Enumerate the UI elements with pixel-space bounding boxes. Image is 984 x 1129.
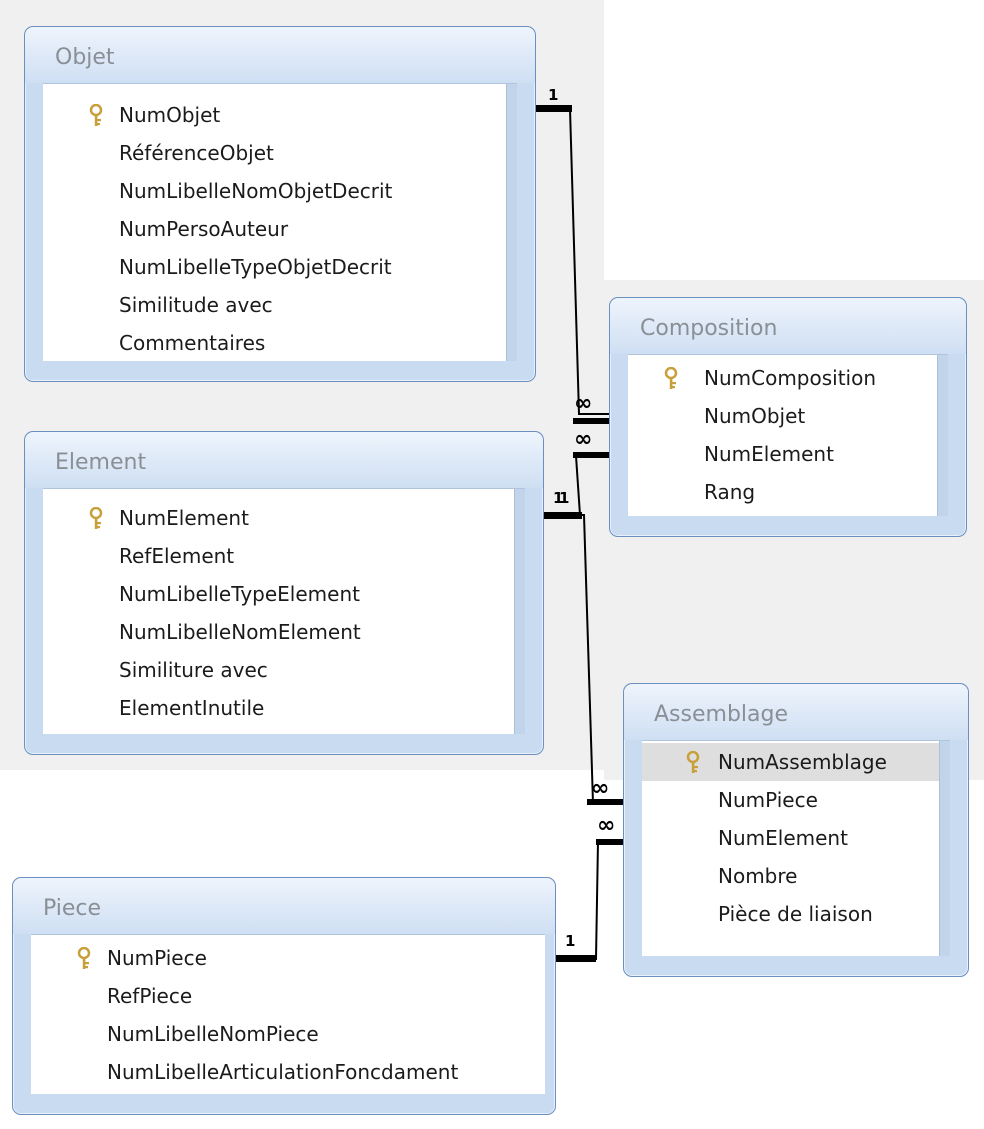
table-title[interactable]: Composition xyxy=(610,298,966,354)
field-row[interactable]: NumComposition xyxy=(628,359,938,397)
key-icon xyxy=(686,749,700,773)
field-label: Similiture avec xyxy=(119,658,268,682)
field-label: Rang xyxy=(704,480,756,504)
one-label: 1 xyxy=(565,932,575,950)
field-label: RefPiece xyxy=(107,984,193,1008)
field-row[interactable]: NumElement xyxy=(43,499,515,537)
table-composition[interactable]: Composition NumComposition NumObjet NumE… xyxy=(609,297,967,537)
field-label: Commentaires xyxy=(119,331,266,355)
field-list: NumAssemblage NumPiece NumElement Nombre… xyxy=(642,740,950,956)
field-row[interactable]: Nombre xyxy=(642,857,940,895)
relationship-element-composition[interactable]: 1 ∞ xyxy=(544,427,609,519)
field-row[interactable]: NumObjet xyxy=(628,397,938,435)
many-end-bar xyxy=(573,452,609,458)
many-label: ∞ xyxy=(574,391,592,416)
table-piece[interactable]: Piece NumPiece RefPiece NumLibelleNomPie… xyxy=(12,877,556,1115)
field-row[interactable]: NumElement xyxy=(628,435,938,473)
one-end-bar xyxy=(536,105,572,112)
field-row[interactable]: NumPiece xyxy=(31,939,535,977)
one-label: 1 xyxy=(559,489,569,507)
scrollbar[interactable] xyxy=(506,84,517,361)
table-title[interactable]: Piece xyxy=(13,878,555,934)
field-row[interactable]: Similiture avec xyxy=(43,651,515,689)
field-label: NumLibelleNomPiece xyxy=(107,1022,319,1046)
relationship-objet-composition[interactable]: 1 ∞ xyxy=(536,86,609,424)
scrollbar[interactable] xyxy=(514,489,525,734)
field-label: Similitude avec xyxy=(119,293,273,317)
field-row[interactable]: RéférenceObjet xyxy=(43,134,507,172)
scrollbar[interactable] xyxy=(937,355,948,516)
field-row[interactable]: RefElement xyxy=(43,537,515,575)
field-row[interactable]: NumPersoAuteur xyxy=(43,210,507,248)
field-row[interactable]: Rang xyxy=(628,473,938,511)
field-label: NumLibelleNomElement xyxy=(119,620,361,644)
field-row[interactable]: NumElement xyxy=(642,819,940,857)
field-list: NumElement RefElement NumLibelleTypeElem… xyxy=(43,488,525,734)
field-row[interactable]: NumPiece xyxy=(642,781,940,819)
field-row[interactable]: RefPiece xyxy=(31,977,535,1015)
field-label: NumAssemblage xyxy=(718,750,887,774)
many-label: ∞ xyxy=(574,427,592,452)
many-end-bar xyxy=(596,839,623,845)
field-label: NumElement xyxy=(718,826,848,850)
field-row[interactable]: Pièce de liaison xyxy=(642,895,940,933)
field-label: NumObjet xyxy=(119,103,221,127)
key-icon xyxy=(77,945,91,969)
many-end-bar xyxy=(573,418,609,424)
field-label: NumLibelleTypeElement xyxy=(119,582,360,606)
table-objet[interactable]: Objet NumObjet RéférenceObjet NumLibelle… xyxy=(24,26,536,382)
field-row[interactable]: ElementInutile xyxy=(43,689,515,727)
field-row[interactable]: NumLibelleTypeElement xyxy=(43,575,515,613)
key-icon xyxy=(89,102,103,126)
many-label: ∞ xyxy=(591,776,609,801)
table-title[interactable]: Objet xyxy=(25,27,535,83)
table-title[interactable]: Assemblage xyxy=(624,684,968,740)
table-assemblage[interactable]: Assemblage NumAssemblage NumPiece NumEle… xyxy=(623,683,969,977)
field-label: NumPersoAuteur xyxy=(119,217,289,241)
field-label: NumPiece xyxy=(718,788,818,812)
key-icon xyxy=(89,505,103,529)
scrollbar[interactable] xyxy=(939,741,950,956)
field-label: Nombre xyxy=(718,864,798,888)
field-label: NumPiece xyxy=(107,946,207,970)
field-row[interactable]: NumLibelleNomElement xyxy=(43,613,515,651)
field-row[interactable]: NumLibelleNomPiece xyxy=(31,1015,535,1053)
field-label: RéférenceObjet xyxy=(119,141,274,165)
field-label: NumObjet xyxy=(704,404,806,428)
field-label: NumLibelleNomObjetDecrit xyxy=(119,179,393,203)
relationship-element-assemblage[interactable]: 1 ∞ xyxy=(559,489,623,805)
table-title[interactable]: Element xyxy=(25,432,543,488)
field-list: NumObjet RéférenceObjet NumLibelleNomObj… xyxy=(43,83,517,361)
field-label: NumElement xyxy=(704,442,834,466)
one-end-bar xyxy=(556,955,596,962)
many-label: ∞ xyxy=(597,813,615,838)
field-label: NumLibelleArticulationFoncdament xyxy=(107,1060,459,1084)
field-row[interactable]: NumLibelleTypeObjetDecrit xyxy=(43,248,507,286)
field-label: Pièce de liaison xyxy=(718,902,873,926)
field-row[interactable]: NumObjet xyxy=(43,96,507,134)
field-row[interactable]: NumLibelleArticulationFoncdament xyxy=(31,1053,535,1091)
field-label: NumComposition xyxy=(704,366,877,390)
one-label: 1 xyxy=(553,489,563,507)
relationship-piece-assemblage[interactable]: 1 ∞ xyxy=(556,813,623,962)
field-label: NumElement xyxy=(119,506,249,530)
field-list: NumPiece RefPiece NumLibelleNomPiece Num… xyxy=(31,934,545,1094)
field-list: NumComposition NumObjet NumElement Rang xyxy=(628,354,948,516)
field-label: RefElement xyxy=(119,544,235,568)
table-element[interactable]: Element NumElement RefElement NumLibelle… xyxy=(24,431,544,755)
many-end-bar xyxy=(587,799,623,805)
key-icon xyxy=(664,365,678,389)
field-label: NumLibelleTypeObjetDecrit xyxy=(119,255,392,279)
field-row[interactable]: Similitude avec xyxy=(43,286,507,324)
field-label: ElementInutile xyxy=(119,696,265,720)
one-label: 1 xyxy=(548,86,558,104)
field-row[interactable]: Commentaires xyxy=(43,324,507,362)
field-row-selected[interactable]: NumAssemblage xyxy=(642,743,940,781)
field-row[interactable]: NumLibelleNomObjetDecrit xyxy=(43,172,507,210)
